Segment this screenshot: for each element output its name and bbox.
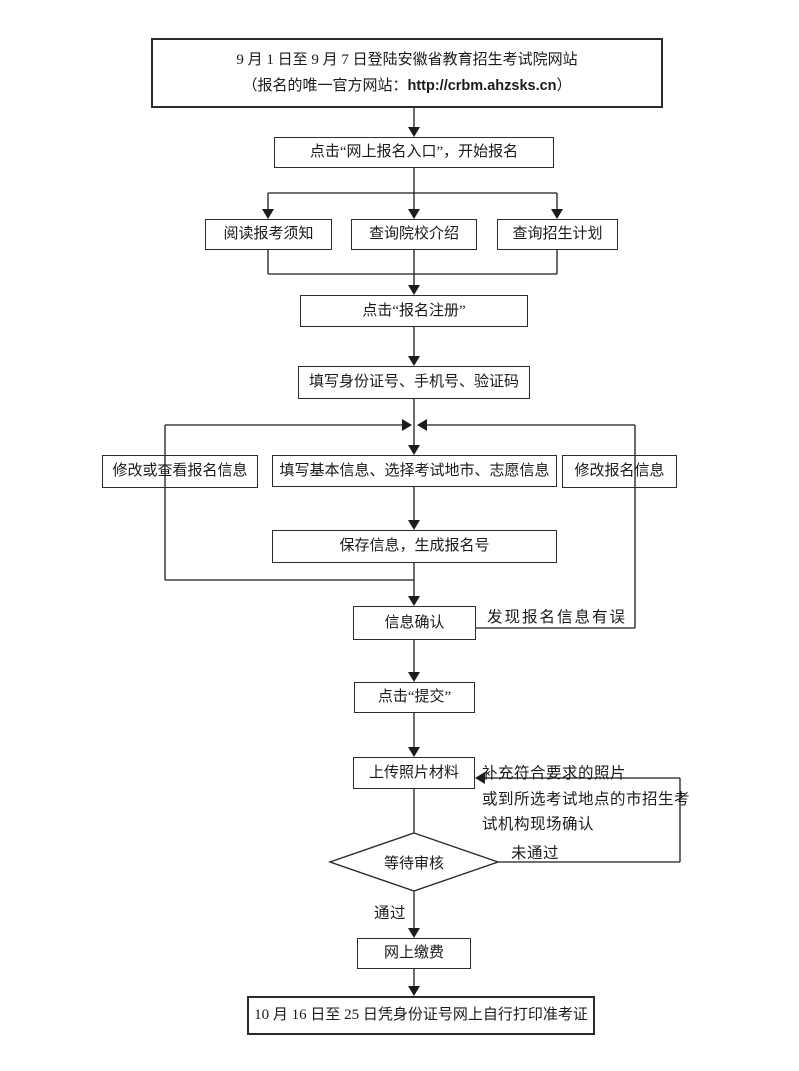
label-error-found: 发现报名信息有误 [487,609,628,626]
node-modify-view: 修改或查看报名信息 [102,455,258,488]
node-website-line2: （报名的唯一官方网站：http://crbm.ahzsks.cn） [242,77,571,96]
label-photo-note-line3: 试机构现场确认 [482,816,595,833]
node-entry: 点击“网上报名入口”，开始报名 [274,137,554,168]
node-modify-info: 修改报名信息 [562,455,677,488]
node-submit: 点击“提交” [354,682,475,713]
node-query-plan: 查询招生计划 [497,219,618,250]
node-pay: 网上缴费 [357,938,471,969]
node-website-line1: 9 月 1 日至 9 月 7 日登陆安徽省教育招生考试院网站 [236,51,578,68]
label-passed: 通过 [374,905,407,922]
node-review: 等待审核 [383,855,444,872]
official-site-url: http://crbm.ahzsks.cn [407,77,557,94]
node-query-college: 查询院校介绍 [351,219,477,250]
official-site-prefix: （报名的唯一官方网站： [242,77,408,94]
node-read-notice: 阅读报考须知 [205,219,332,250]
official-site-suffix: ） [556,77,572,94]
label-photo-note-line1: 补充符合要求的照片 [482,765,627,782]
label-not-passed: 未通过 [511,845,560,862]
node-website: 9 月 1 日至 9 月 7 日登陆安徽省教育招生考试院网站 （报名的唯一官方网… [151,38,663,108]
node-register: 点击“报名注册” [300,295,528,327]
node-fill-basic: 填写基本信息、选择考试地市、志愿信息 [272,455,557,487]
label-photo-note-line2: 或到所选考试地点的市招生考 [482,791,691,808]
node-save: 保存信息，生成报名号 [272,530,557,563]
node-upload: 上传照片材料 [353,757,475,789]
node-fill-id: 填写身份证号、手机号、验证码 [298,366,530,399]
review-diamond-shape [327,832,501,892]
node-print: 10 月 16 日至 25 日凭身份证号网上自行打印准考证 [247,996,595,1035]
node-confirm: 信息确认 [353,606,476,640]
